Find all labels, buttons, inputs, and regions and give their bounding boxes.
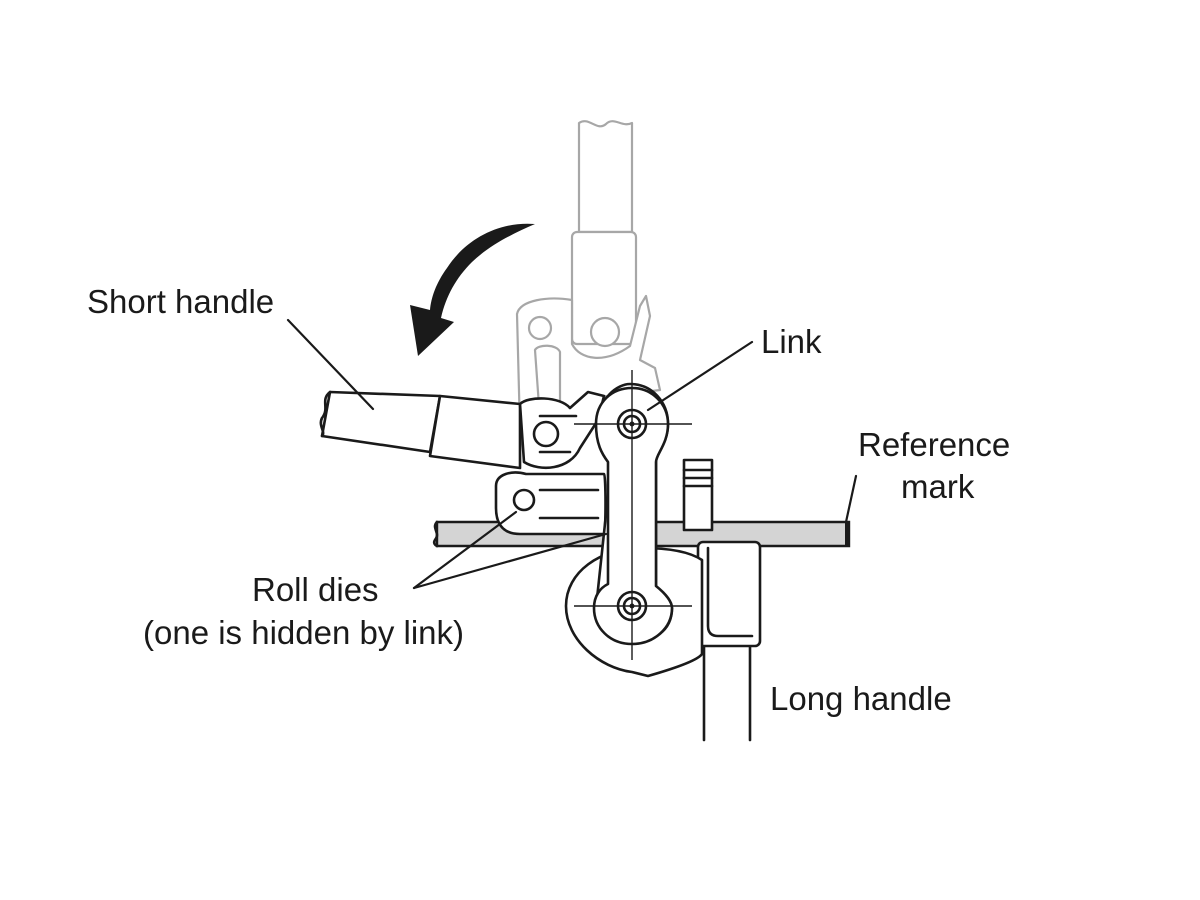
long-handle bbox=[696, 540, 762, 742]
roll-die-visible bbox=[494, 471, 607, 536]
leader-roll-die-hidden bbox=[412, 532, 608, 590]
label-roll-dies-line2: (one is hidden by link) bbox=[143, 614, 464, 651]
leader-link bbox=[646, 340, 754, 412]
short-handle-ghost-position bbox=[515, 120, 662, 448]
label-reference-mark-line2: mark bbox=[901, 468, 975, 505]
label-short-handle: Short handle bbox=[87, 283, 274, 320]
leader-roll-die-visible bbox=[412, 510, 518, 590]
curved-arrow-counterclockwise-icon bbox=[410, 223, 535, 356]
leader-short-handle bbox=[286, 318, 375, 411]
label-reference-mark-line1: Reference bbox=[858, 426, 1010, 463]
short-handle bbox=[319, 390, 606, 470]
leader-reference-mark bbox=[844, 474, 858, 524]
label-link: Link bbox=[761, 323, 822, 360]
reference-mark-block bbox=[682, 458, 714, 532]
label-roll-dies-line1: Roll dies bbox=[252, 571, 379, 608]
link bbox=[574, 370, 692, 660]
label-long-handle: Long handle bbox=[770, 680, 952, 717]
